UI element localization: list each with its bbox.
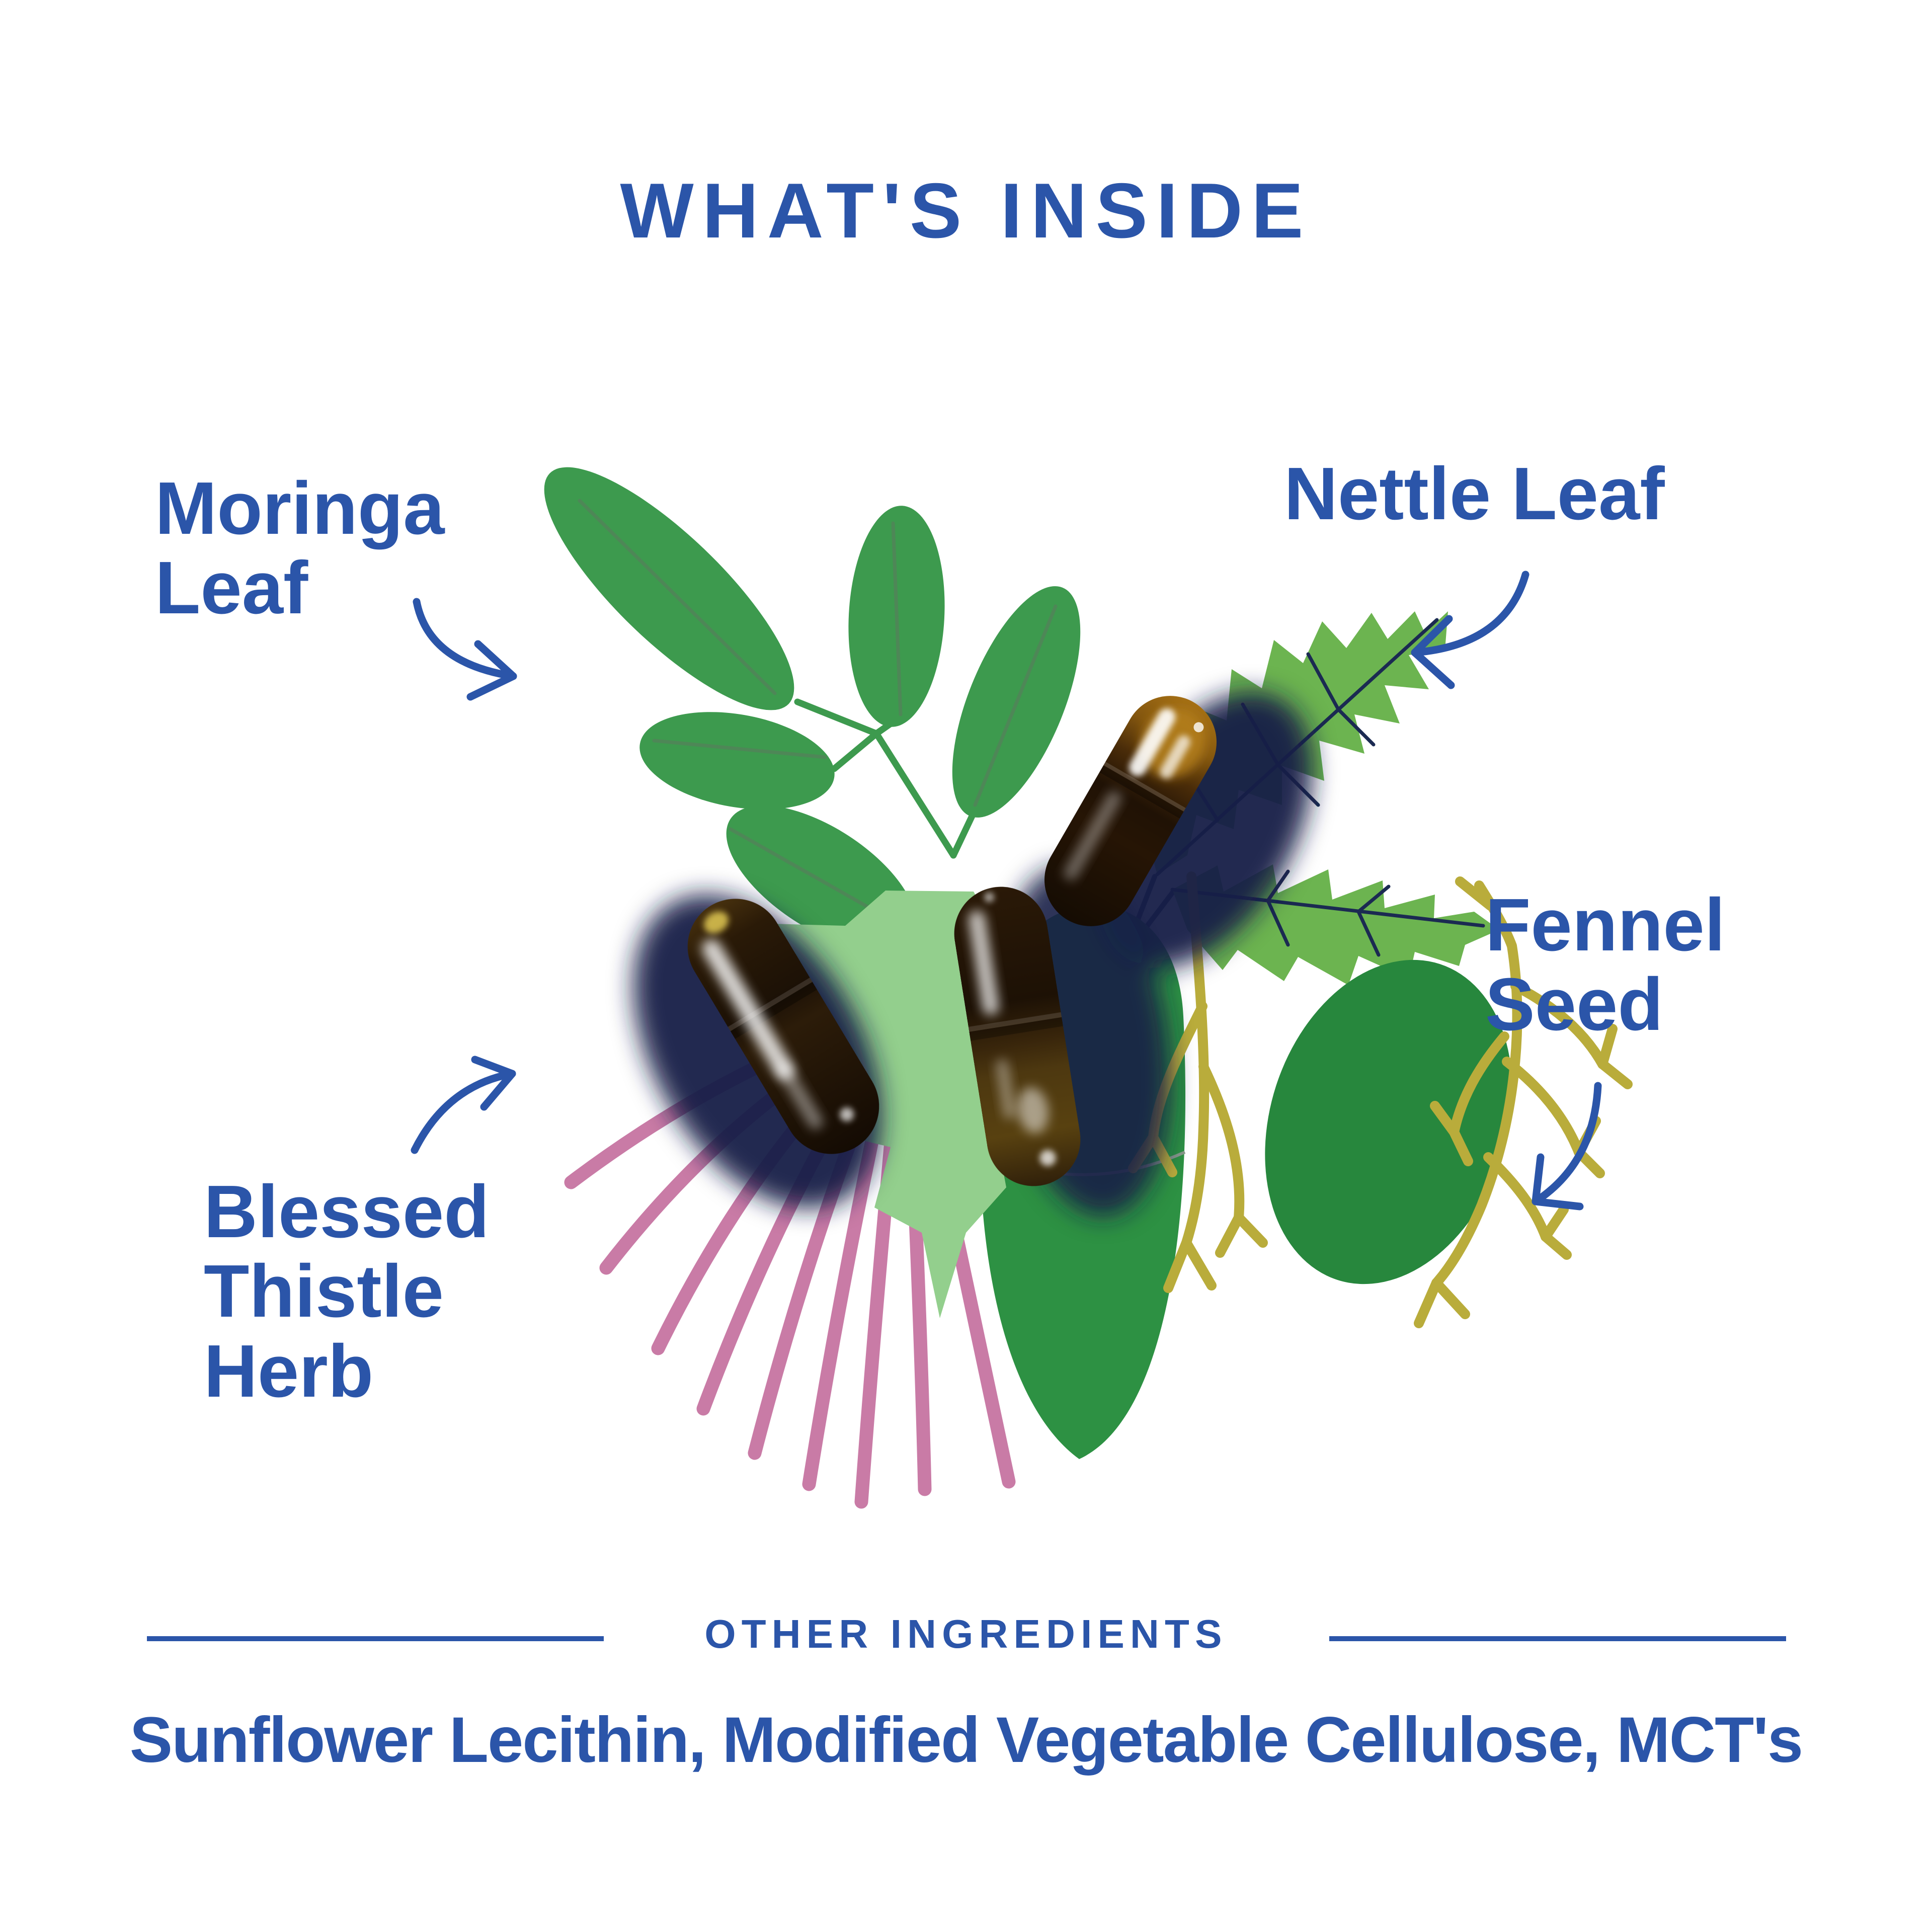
nettle-arrow bbox=[1411, 571, 1530, 689]
label-fennel-seed: Fennel Seed bbox=[1485, 883, 1725, 1046]
capsule-right bbox=[1044, 696, 1217, 926]
fennel-arrow bbox=[1532, 1082, 1602, 1211]
heading-rule-right bbox=[1329, 1636, 1786, 1641]
page-title: WHAT'S INSIDE bbox=[620, 167, 1312, 254]
heading-rule-left bbox=[147, 1636, 604, 1641]
label-nettle-leaf: Nettle Leaf bbox=[1284, 452, 1665, 535]
capsule-middle bbox=[954, 887, 1081, 1186]
other-ingredients-list: Sunflower Lecithin, Modified Vegetable C… bbox=[129, 1704, 1803, 1776]
capsule-left bbox=[687, 899, 879, 1154]
other-ingredients-heading: OTHER INGREDIENTS bbox=[704, 1612, 1228, 1656]
blessed-thistle-arrow bbox=[411, 1056, 516, 1154]
moringa-arrow bbox=[413, 598, 517, 701]
label-blessed-thistle-herb: Blessed Thistle Herb bbox=[204, 1170, 490, 1413]
label-moringa-leaf: Moringa Leaf bbox=[155, 467, 445, 630]
